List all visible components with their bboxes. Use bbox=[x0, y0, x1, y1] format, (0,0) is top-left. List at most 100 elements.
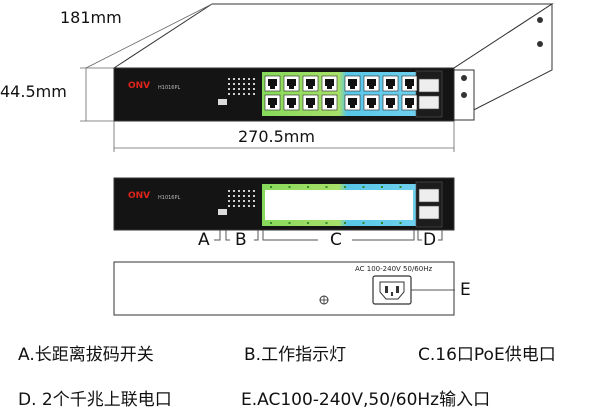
port-marker bbox=[288, 222, 291, 224]
port-marker bbox=[344, 222, 346, 224]
side-screw-hole bbox=[537, 41, 543, 47]
rj45-port-socket bbox=[367, 98, 376, 105]
brand-logo: ONV bbox=[128, 81, 151, 91]
switch-rear-panel bbox=[113, 261, 455, 316]
rj45-port-latch bbox=[289, 105, 294, 108]
led-dot bbox=[228, 83, 230, 85]
rj45-port-socket bbox=[325, 79, 334, 86]
led-dot bbox=[253, 190, 255, 192]
led-dot bbox=[238, 88, 240, 90]
led-dot bbox=[253, 83, 255, 85]
rj45-port-latch bbox=[308, 105, 313, 108]
led-dot bbox=[238, 83, 240, 85]
led-dot bbox=[248, 88, 250, 90]
led-dot bbox=[253, 195, 255, 197]
led-dot bbox=[238, 200, 240, 202]
led-dot bbox=[253, 200, 255, 202]
port-marker bbox=[399, 222, 402, 224]
port-marker bbox=[325, 222, 328, 224]
rj45-port-socket bbox=[268, 79, 277, 86]
led-dot bbox=[253, 78, 255, 80]
led-dot bbox=[233, 190, 235, 192]
rj45-port-latch bbox=[407, 86, 412, 89]
height-dimension-label: 44.5mm bbox=[0, 82, 67, 101]
led-dot bbox=[253, 93, 255, 95]
led-dot bbox=[238, 205, 240, 207]
led-dot bbox=[233, 88, 235, 90]
led-dot bbox=[233, 83, 235, 85]
port-marker bbox=[344, 186, 346, 188]
uplink-area bbox=[415, 70, 443, 118]
led-dot bbox=[228, 78, 230, 80]
port-marker bbox=[362, 186, 365, 188]
led-dot bbox=[248, 200, 250, 202]
callout-e: E bbox=[460, 280, 471, 300]
callout-a: A bbox=[198, 230, 210, 250]
model-label: H1016PL bbox=[158, 85, 181, 91]
rj45-port-socket bbox=[287, 79, 296, 86]
led-dot bbox=[248, 78, 250, 80]
legend-item-e: E.AC100-240V,50/60Hz输入口 bbox=[241, 390, 491, 410]
led-dot bbox=[253, 88, 255, 90]
rj45-port-latch bbox=[270, 86, 275, 89]
callout-c: C bbox=[330, 230, 342, 250]
led-dot bbox=[233, 78, 235, 80]
front-band-markers bbox=[270, 186, 402, 224]
callout-b: B bbox=[235, 230, 247, 250]
legend-item-c: C.16口PoE供电口 bbox=[418, 345, 556, 365]
led-dot bbox=[248, 190, 250, 192]
dip-switch-front bbox=[218, 209, 227, 215]
led-dot bbox=[228, 205, 230, 207]
led-dot bbox=[248, 205, 250, 207]
led-dot bbox=[228, 88, 230, 90]
dimension-lines bbox=[80, 3, 455, 152]
power-rating-label: AC 100-240V 50/60Hz bbox=[355, 265, 433, 273]
rj45-port-socket bbox=[268, 98, 277, 105]
model-label-front: H1016PL bbox=[158, 195, 181, 201]
legend-item-b: B.工作指示灯 bbox=[244, 345, 347, 365]
width-dimension-label: 270.5mm bbox=[238, 127, 315, 146]
led-dot bbox=[243, 195, 245, 197]
led-dot bbox=[253, 205, 255, 207]
rj45-port-latch bbox=[350, 86, 355, 89]
led-dot bbox=[233, 200, 235, 202]
led-dot bbox=[248, 93, 250, 95]
legend-item-d: D. 2个千兆上联电口 bbox=[18, 390, 172, 410]
port-marker bbox=[399, 186, 402, 188]
rj45-port-socket bbox=[386, 98, 395, 105]
rj45-port-latch bbox=[388, 105, 393, 108]
rj45-port-latch bbox=[407, 105, 412, 108]
rj45-port-latch bbox=[270, 105, 275, 108]
led-dot bbox=[238, 190, 240, 192]
led-dot bbox=[248, 195, 250, 197]
led-dot bbox=[243, 205, 245, 207]
led-dot bbox=[243, 83, 245, 85]
led-dot bbox=[243, 93, 245, 95]
rj45-port-group bbox=[264, 75, 418, 111]
led-dot bbox=[233, 195, 235, 197]
led-dot bbox=[228, 93, 230, 95]
rj45-port-socket bbox=[325, 98, 334, 105]
depth-dimension-label: 181mm bbox=[60, 8, 122, 27]
led-dot bbox=[248, 83, 250, 85]
rj45-port-socket bbox=[386, 79, 395, 86]
port-marker bbox=[307, 186, 309, 188]
dip-switch bbox=[218, 99, 227, 105]
rj45-port-latch bbox=[388, 86, 393, 89]
port-marker bbox=[270, 186, 272, 188]
rj45-port-latch bbox=[308, 86, 313, 89]
led-dot bbox=[238, 195, 240, 197]
rj45-port-socket bbox=[287, 98, 296, 105]
rj45-port-latch bbox=[350, 105, 355, 108]
rj45-port-socket bbox=[306, 98, 315, 105]
switch-front-panel bbox=[113, 177, 455, 231]
side-screw-hole bbox=[537, 17, 543, 23]
port-marker bbox=[270, 222, 272, 224]
led-indicator-grid bbox=[228, 78, 255, 95]
callout-d: D bbox=[423, 230, 437, 250]
port-marker bbox=[288, 186, 291, 188]
port-marker bbox=[325, 186, 328, 188]
rj45-port-latch bbox=[369, 86, 374, 89]
